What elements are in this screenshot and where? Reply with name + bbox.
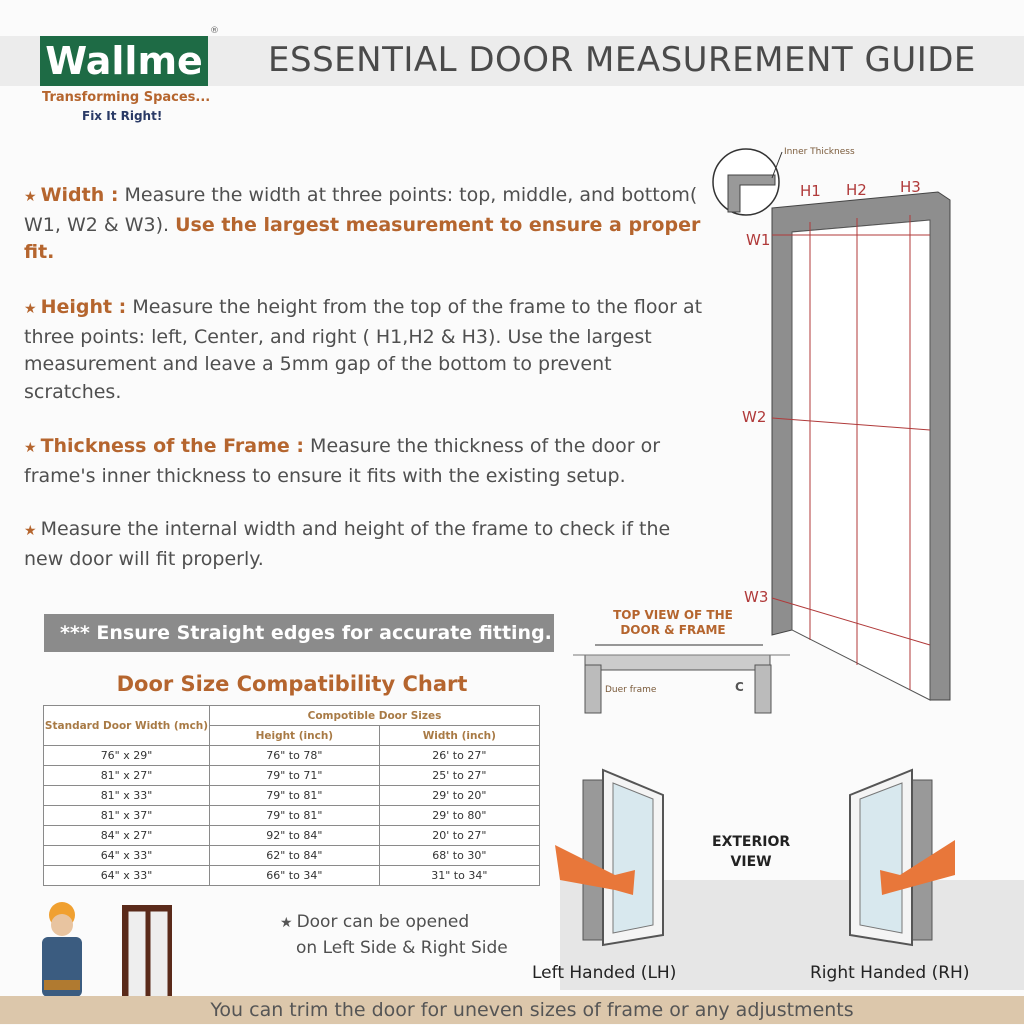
table-row: 81" x 33"79" to 81"29' to 20" — [43, 785, 541, 806]
bullet-internal: ★Measure the internal width and height o… — [24, 516, 704, 573]
star-icon: ★ — [24, 189, 37, 205]
note-line: on Left Side & Right Side — [296, 938, 508, 958]
top-view-title: DOOR & FRAME — [620, 623, 725, 637]
logo-slogan: Fix It Right! — [82, 109, 163, 123]
table-cell: 31" to 34" — [378, 865, 541, 886]
table-cell: 81" x 33" — [43, 785, 210, 806]
h2-label: H2 — [846, 181, 867, 199]
compatibility-table: Standard Door Width (mch)Compotible Door… — [43, 705, 541, 886]
ensure-banner: *** Ensure Straight edges for accurate f… — [44, 614, 554, 652]
top-view-title: TOP VIEW OF THE — [613, 608, 733, 622]
bullet-text: Measure the internal width and height of… — [24, 518, 671, 570]
table-cell: 92" to 84" — [209, 825, 380, 846]
bullet-label: Height : — [40, 296, 127, 318]
table-row: 76" x 29"76" to 78"26' to 27" — [43, 745, 541, 766]
table-cell: 25' to 27" — [378, 765, 541, 786]
bullet-emphasis: Use the largest measurement to ensure a … — [24, 213, 701, 264]
table-cell: 84" x 27" — [43, 825, 210, 846]
left-handed-label: Left Handed (LH) — [532, 963, 677, 983]
table-cell: 29' to 20" — [378, 785, 541, 806]
page-title: ESSENTIAL DOOR MEASUREMENT GUIDE — [268, 40, 976, 80]
arrow-icon — [880, 840, 955, 895]
star-icon: ★ — [24, 523, 37, 539]
table-cell: 64" x 33" — [43, 865, 210, 886]
bullet-text: Measure the width at three points: top, … — [24, 184, 698, 236]
table-cell: 64" x 33" — [43, 845, 210, 866]
bullet-label: Thickness of the Frame : — [40, 435, 305, 457]
logo-tagline: Transforming Spaces... — [42, 90, 211, 105]
exterior-line: EXTERIOR — [712, 834, 791, 850]
table-cell: 26' to 27" — [378, 745, 541, 766]
frame-diagram: Inner Thickness H1 H2 H3 W1 W2 W3 — [712, 147, 951, 701]
table-cell: 79" to 71" — [209, 765, 380, 786]
h1-label: H1 — [800, 182, 821, 200]
table-cell: 66" to 34" — [209, 865, 380, 886]
table-cell: 81" x 37" — [43, 805, 210, 826]
right-handed-door — [849, 768, 955, 947]
table-cell: 76" x 29" — [43, 745, 210, 766]
bullet-text: Measure the height from the top of the f… — [24, 296, 703, 403]
table-row: 81" x 37"79" to 81"29' to 80" — [43, 805, 541, 826]
table-cell: 68' to 30" — [378, 845, 541, 866]
logo: Wallme — [40, 36, 208, 86]
bullet-thickness: ★Thickness of the Frame : Measure the th… — [24, 433, 704, 490]
c-label: C — [735, 680, 744, 694]
right-handed-label: Right Handed (RH) — [810, 963, 970, 983]
col-width: Width (inch) — [378, 725, 541, 746]
note-line: Door can be opened — [296, 912, 470, 932]
h3-label: H3 — [900, 178, 921, 196]
col-group: Compotible Door Sizes — [209, 705, 540, 726]
table-row: 64" x 33"62" to 84"68' to 30" — [43, 845, 541, 866]
col-height: Height (inch) — [209, 725, 380, 746]
bottom-bar: You can trim the door for uneven sizes o… — [0, 996, 1024, 1024]
left-handed-door — [555, 768, 664, 947]
table-cell: 20' to 27" — [378, 825, 541, 846]
inner-thickness-label: Inner Thickness — [784, 147, 855, 157]
table-cell: 79" to 81" — [209, 805, 380, 826]
w3-label: W3 — [744, 588, 768, 606]
star-icon: ★ — [24, 301, 37, 317]
table-cell: 76" to 78" — [209, 745, 380, 766]
bullet-width: ★Width : Measure the width at three poin… — [24, 182, 704, 267]
table-row: 81" x 27"79" to 71"25' to 27" — [43, 765, 541, 786]
arrow-icon — [555, 845, 635, 895]
registered-mark: ® — [210, 26, 219, 36]
table-cell: 62" to 84" — [209, 845, 380, 866]
w2-label: W2 — [742, 408, 766, 426]
table-cell: 79" to 81" — [209, 785, 380, 806]
chart-title: Door Size Compatibility Chart — [116, 672, 468, 696]
bullet-label: Width : — [40, 184, 119, 206]
outer-frame-label: Duer frame — [605, 685, 657, 695]
bullet-height: ★Height : Measure the height from the to… — [24, 294, 704, 406]
door-open-note: ★Door can be opened on Left Side & Right … — [280, 910, 508, 961]
w1-label: W1 — [746, 231, 770, 249]
table-cell: 29' to 80" — [378, 805, 541, 826]
top-view-diagram: TOP VIEW OF THE DOOR & FRAME Duer frame … — [573, 608, 790, 714]
exterior-view-label: EXTERIOR VIEW — [712, 832, 790, 872]
exterior-line: VIEW — [730, 854, 772, 870]
bullet-text: Measure the thickness of the door or fra… — [24, 435, 661, 487]
star-icon: ★ — [280, 915, 293, 931]
star-icon: ★ — [24, 440, 37, 456]
table-cell: 81" x 27" — [43, 765, 210, 786]
table-row: 84" x 27"92" to 84"20' to 27" — [43, 825, 541, 846]
table-row: 64" x 33"66" to 34"31" to 34" — [43, 865, 541, 886]
col-standard: Standard Door Width (mch) — [43, 705, 210, 746]
worker-illustration — [42, 902, 172, 1015]
